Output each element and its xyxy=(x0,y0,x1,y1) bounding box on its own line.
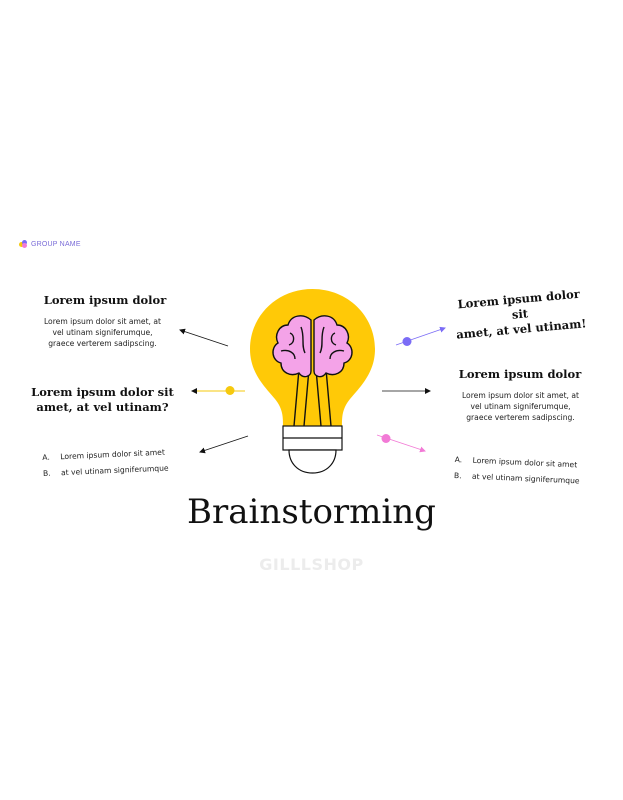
watermark: GILLLSHOP xyxy=(259,555,364,574)
group-logo-icon xyxy=(19,240,27,248)
group-logo: GROUP NAME xyxy=(19,240,81,248)
arrow-top-left xyxy=(179,328,229,347)
right-body-2: Lorem ipsum dolor sit amet, at vel utina… xyxy=(461,391,580,422)
page-title: Brainstorming xyxy=(187,492,436,532)
dot-purple xyxy=(402,337,412,346)
brain-icon xyxy=(272,315,353,378)
left-heading-1: Lorem ipsum dolor xyxy=(43,293,167,307)
lightbulb-brain-icon xyxy=(250,289,375,474)
dot-pink xyxy=(381,434,391,443)
group-name: GROUP NAME xyxy=(31,240,81,248)
dot-yellow xyxy=(225,386,235,395)
left-body-1: Lorem ipsum dolor sit amet, at vel utina… xyxy=(43,317,162,348)
left-heading-2: Lorem ipsum dolor sit amet, at vel utina… xyxy=(31,385,174,414)
right-heading-2: Lorem ipsum dolor xyxy=(458,367,582,381)
arrow-bottom-left xyxy=(199,435,249,454)
